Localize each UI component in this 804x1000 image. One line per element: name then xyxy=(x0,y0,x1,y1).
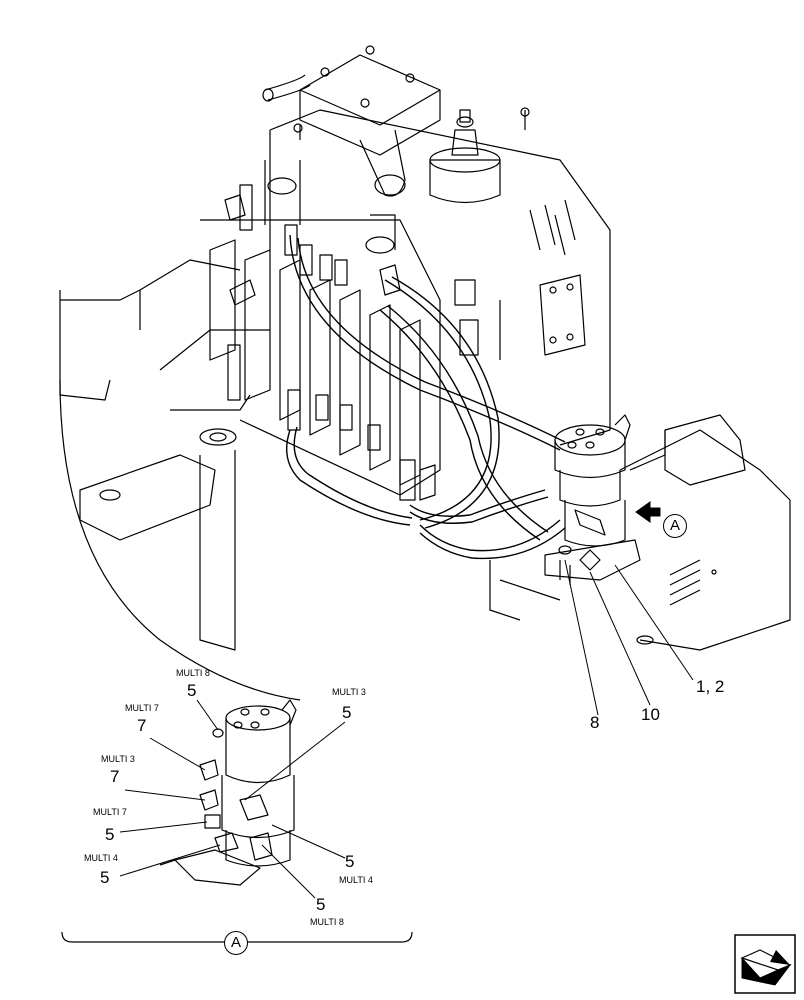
detail-small-label: MULTI 7 xyxy=(93,807,127,817)
view-a-marker: A xyxy=(663,514,687,538)
view-direction-arrow-icon xyxy=(635,501,661,523)
callout-8: 8 xyxy=(590,713,600,732)
detail-small-label: MULTI 3 xyxy=(332,687,366,697)
detail-callout: 5 xyxy=(342,703,352,722)
detail-small-label: MULTI 4 xyxy=(84,853,118,863)
control-valve-bank xyxy=(200,160,441,501)
detail-view-a-marker: A xyxy=(224,931,248,955)
detail-small-label: MULTI 8 xyxy=(176,668,210,678)
detail-view-a xyxy=(159,699,297,886)
detail-small-label: MULTI 7 xyxy=(125,703,159,713)
hydraulic-hoses xyxy=(286,234,566,560)
detail-callout: 5 xyxy=(316,895,326,914)
detail-callout: 7 xyxy=(110,767,120,786)
swivel-joint-main xyxy=(499,414,641,601)
detail-small-label: MULTI 3 xyxy=(101,754,135,764)
detail-callout: 5 xyxy=(345,852,355,871)
callout-1-2: 1, 2 xyxy=(696,677,725,696)
detail-small-label: MULTI 8 xyxy=(310,917,344,927)
callout-10: 10 xyxy=(641,705,660,724)
turntable-frame xyxy=(59,259,791,701)
navigation-arrow-icon[interactable] xyxy=(734,934,796,994)
detail-callout: 5 xyxy=(187,681,197,700)
main-leader-lines xyxy=(564,559,694,716)
detail-callout: 5 xyxy=(105,825,115,844)
detail-callout: 7 xyxy=(137,716,147,735)
detail-leader-lines xyxy=(119,699,346,899)
tank-assembly xyxy=(262,45,611,446)
detail-small-label: MULTI 4 xyxy=(339,875,373,885)
detail-callout: 5 xyxy=(100,868,110,887)
